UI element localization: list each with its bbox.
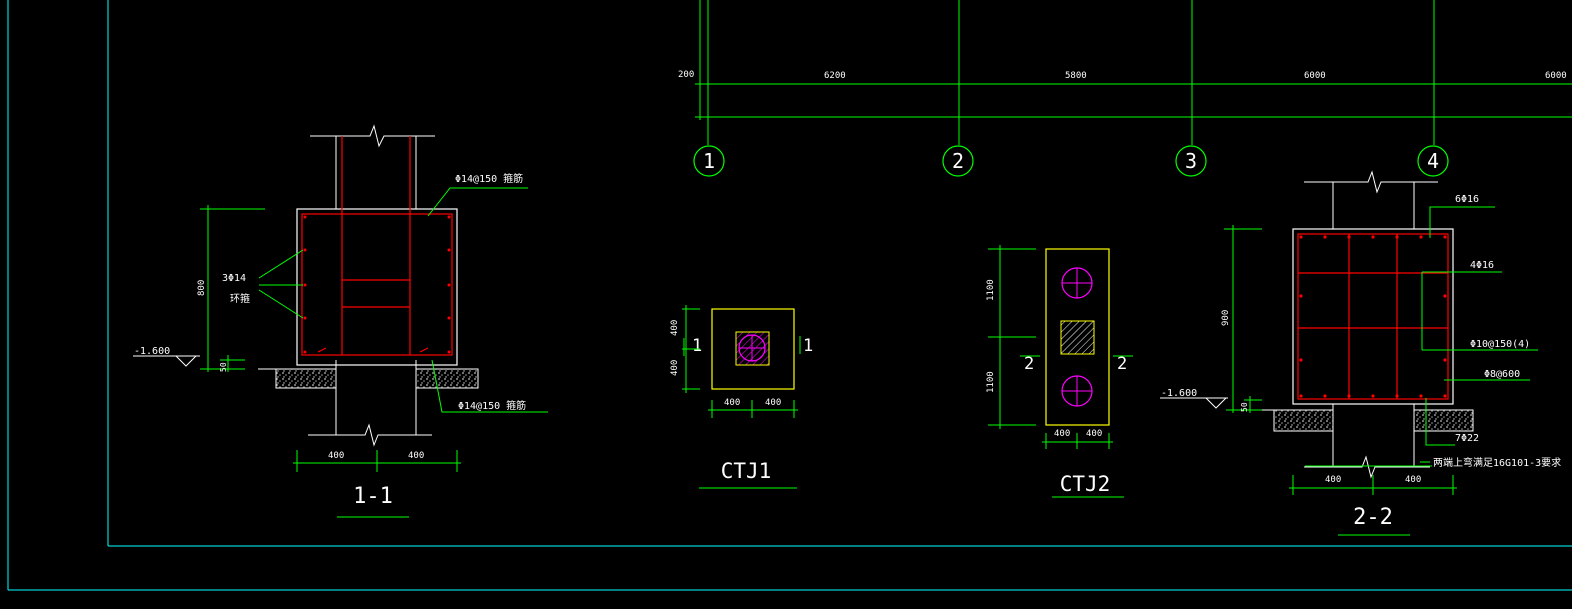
axis-label-1: 1	[703, 149, 715, 173]
column-break-top-2-2	[1304, 170, 1438, 229]
width-dim-1-1-a: 400	[328, 451, 344, 461]
axis-dimensions: 200 6200 5800 6000 6000	[678, 70, 1567, 81]
axis-dim-0: 200	[678, 70, 694, 80]
section-2-2: 6Φ16 4Φ16 Φ10@150(4) Φ8@600 7Φ22 两端上弯满足1…	[1160, 170, 1561, 536]
height-dim-2-2: 900	[1221, 310, 1231, 326]
small-dim-1-1: 50	[219, 362, 228, 372]
beam-outline-2-2	[1292, 228, 1454, 405]
callout-left-1-1: 3Φ14	[222, 273, 246, 284]
axis-label-3: 3	[1185, 149, 1197, 173]
callout-left-sub-1-1: 环箍	[230, 292, 250, 305]
section-title-1-1: 1-1	[353, 484, 393, 509]
callout-4phi16: 4Φ16	[1470, 260, 1494, 271]
width-dimension-1-1	[293, 450, 461, 472]
ctj1-dim-v-a: 400	[670, 320, 680, 336]
axis-dim-3: 6000	[1304, 71, 1326, 81]
axis-grid	[695, 0, 1572, 145]
callout-bottom-1-1: Φ14@150 箍筋	[458, 399, 526, 412]
elevation-2-2: -1.600	[1161, 388, 1197, 399]
axis-label-4: 4	[1427, 149, 1439, 173]
axis-dim-1: 6200	[824, 71, 846, 81]
ctj2-section-mark-right: 2	[1117, 354, 1127, 374]
callout-note-2-2: 两端上弯满足16G101-3要求	[1433, 456, 1561, 469]
pile-cap-ctj1: 1 1 400 400 400 400 CTJ1	[670, 305, 813, 489]
rebar-dots-2-2	[1299, 235, 1447, 398]
ctj1-dim-v-b: 400	[670, 360, 680, 376]
axis-label-2: 2	[952, 149, 964, 173]
ctj1-section-mark-left: 1	[692, 336, 702, 356]
height-dim-1-1: 800	[197, 280, 207, 296]
callout-6phi16: 6Φ16	[1455, 194, 1479, 205]
axis-bubble-1	[693, 145, 725, 177]
column-break-top	[310, 124, 435, 209]
ctj1-dim-h-b: 400	[765, 398, 781, 408]
section-1-1: Φ14@150 箍筋 3Φ14 环箍 Φ14@150 箍筋 800 50 -1.…	[133, 124, 548, 518]
elevation-1-1: -1.600	[134, 346, 170, 357]
vertical-dimension-2-2	[1224, 225, 1262, 413]
elevation-marker-1-1	[133, 355, 200, 367]
width-dimension-2-2	[1289, 475, 1457, 495]
axis-dim-2: 5800	[1065, 71, 1087, 81]
foundation-below-2-2	[1250, 404, 1474, 479]
width-dim-2-2-b: 400	[1405, 475, 1421, 485]
width-dim-2-2-a: 400	[1325, 475, 1341, 485]
rebar-2-2	[1297, 233, 1449, 400]
callouts-1-1	[258, 187, 548, 413]
vertical-dimension-1-1	[200, 205, 265, 372]
section-title-2-2: 2-2	[1353, 505, 1393, 530]
ctj1-dimensions	[682, 305, 798, 418]
callouts-2-2	[1305, 206, 1538, 467]
axis-bubbles: 1 2 3 4	[693, 145, 1449, 177]
beam-outline	[296, 208, 458, 366]
width-dim-1-1-b: 400	[408, 451, 424, 461]
axis-dim-4: 6000	[1545, 71, 1567, 81]
ctj1-section-mark-right: 1	[803, 336, 813, 356]
drawing-frame	[7, 0, 1572, 591]
callout-stirrup-2-2: Φ10@150(4)	[1470, 339, 1530, 350]
ctj2-dim-h-b: 400	[1086, 429, 1102, 439]
ctj2-dim-v-a: 1100	[986, 279, 996, 301]
ctj2-dimensions	[988, 245, 1113, 449]
axis-bubble-3	[1175, 145, 1207, 177]
small-dim-2-2: 50	[1240, 402, 1249, 412]
ctj1-dim-h-a: 400	[724, 398, 740, 408]
ctj2-dim-v-b: 1100	[986, 371, 996, 393]
axis-bubble-4	[1417, 145, 1449, 177]
ctj2-dim-h-a: 400	[1054, 429, 1070, 439]
ctj2-title: CTJ2	[1060, 472, 1111, 496]
pile-cap-ctj2: 2 2 1100 1100 400 400 CTJ2	[986, 245, 1133, 498]
rebar-1-1	[301, 136, 453, 356]
ctj1-cap-outline	[711, 308, 795, 390]
callout-7phi22: 7Φ22	[1455, 433, 1479, 444]
ctj2-section-mark-left: 2	[1024, 354, 1034, 374]
ctj2-cap-outline	[1045, 248, 1110, 426]
ctj1-title: CTJ1	[721, 459, 772, 483]
axis-bubble-2	[942, 145, 974, 177]
foundation-below	[258, 360, 479, 447]
rebar-dots-1-1	[303, 215, 451, 354]
callout-tie-2-2: Φ8@600	[1484, 369, 1520, 380]
elevation-marker-2-2	[1160, 397, 1228, 409]
ctj2-column	[1060, 320, 1095, 355]
callout-top-1-1: Φ14@150 箍筋	[455, 172, 523, 185]
